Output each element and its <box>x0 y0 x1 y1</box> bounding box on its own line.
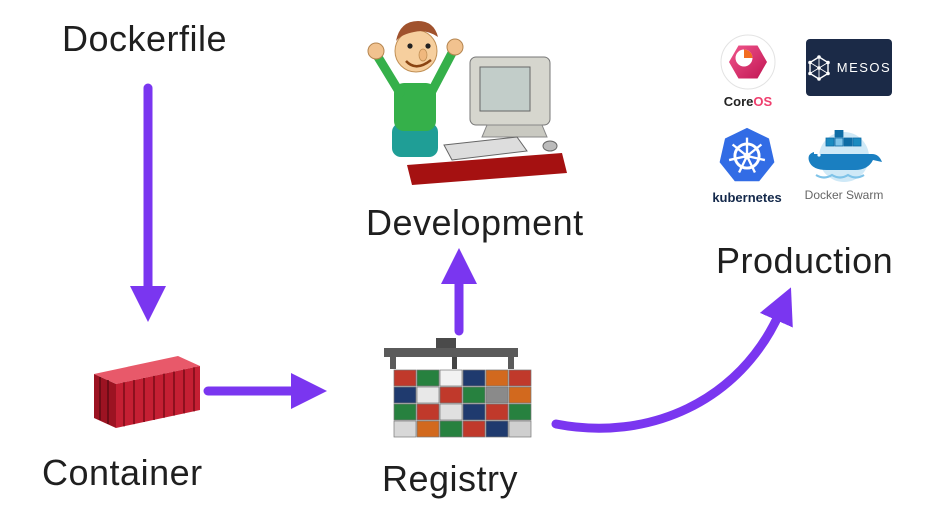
mesos-logo-block: MESOS <box>806 39 892 96</box>
docker-swarm-logo-block: Docker Swarm <box>798 130 890 202</box>
docker-swarm-label: Docker Swarm <box>804 188 884 202</box>
development-cartoon <box>367 21 567 185</box>
arrow-registry-to-production <box>551 287 793 433</box>
mesos-label: MESOS <box>836 60 892 75</box>
container-icon <box>94 356 200 428</box>
container-label: Container <box>42 452 203 493</box>
coreos-label: CoreOS <box>723 94 773 109</box>
registry-icon <box>384 338 532 438</box>
development-label: Development <box>366 202 584 243</box>
registry-label: Registry <box>382 458 519 499</box>
kubernetes-logo-block: kubernetes <box>712 126 782 205</box>
production-label: Production <box>716 240 894 281</box>
docker-swarm-icon <box>808 130 882 182</box>
coreos-icon <box>720 34 776 90</box>
coreos-logo-block: CoreOS <box>718 34 778 109</box>
dockerfile-label: Dockerfile <box>62 18 228 59</box>
kubernetes-label: kubernetes <box>712 190 782 205</box>
kubernetes-icon <box>719 127 775 182</box>
mesos-icon <box>807 54 830 81</box>
